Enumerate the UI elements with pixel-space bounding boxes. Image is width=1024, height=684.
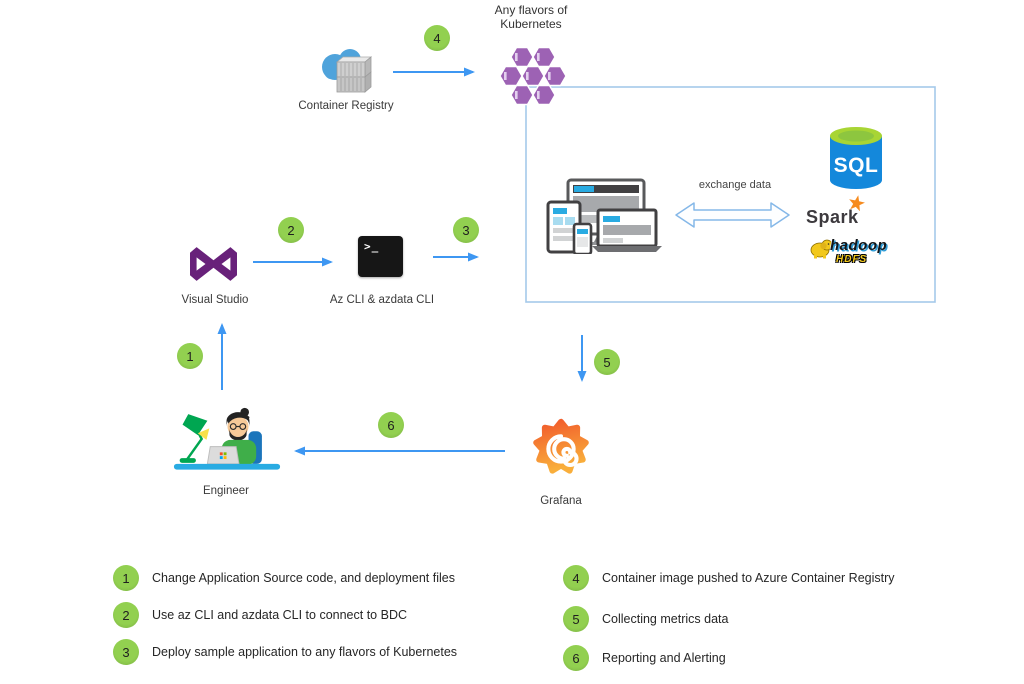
legend-item-2: 2 Use az CLI and azdata CLI to connect t… — [113, 602, 407, 628]
legend-item-3: 3 Deploy sample application to any flavo… — [113, 639, 457, 665]
hadoop-logo: hadoop HDFS — [810, 235, 910, 269]
legend-item-4: 4 Container image pushed to Azure Contai… — [563, 565, 895, 591]
step-badge-6: 6 — [378, 412, 404, 438]
legend-text-5: Collecting metrics data — [602, 612, 729, 626]
engineer-illustration — [173, 407, 281, 470]
step-badge-4: 4 — [424, 25, 450, 51]
legend-text-6: Reporting and Alerting — [602, 651, 726, 665]
spark-logo: Spark — [806, 195, 876, 231]
hdfs-label: HDFS — [836, 254, 868, 265]
spark-star-icon — [849, 195, 865, 211]
cli-label: Az CLI & azdata CLI — [329, 294, 435, 306]
grafana-label: Grafana — [540, 495, 582, 507]
legend-badge-5: 5 — [563, 606, 589, 632]
legend-badge-3: 3 — [113, 639, 139, 665]
grafana-icon — [533, 418, 589, 474]
step-badge-1: 1 — [177, 343, 203, 369]
exchange-data-arrow — [675, 202, 790, 228]
legend-item-6: 6 Reporting and Alerting — [563, 645, 726, 671]
sql-server-icon: SQL — [830, 127, 882, 189]
legend-badge-2: 2 — [113, 602, 139, 628]
cli-terminal-icon: >_ — [358, 236, 403, 277]
legend-item-5: 5 Collecting metrics data — [563, 606, 728, 632]
container-registry-label: Container Registry — [298, 100, 394, 112]
engineer-label: Engineer — [202, 485, 250, 497]
legend-item-1: 1 Change Application Source code, and de… — [113, 565, 455, 591]
legend-text-1: Change Application Source code, and depl… — [152, 571, 455, 585]
kubernetes-label-line1: Any flavors of — [494, 3, 568, 17]
spark-label: Spark — [806, 207, 859, 227]
visual-studio-icon — [190, 247, 237, 281]
legend-text-4: Container image pushed to Azure Containe… — [602, 571, 895, 585]
exchange-data-label: exchange data — [698, 179, 772, 191]
step-badge-2: 2 — [278, 217, 304, 243]
step-badge-3: 3 — [453, 217, 479, 243]
terminal-prompt: >_ — [364, 240, 380, 253]
app-devices-icon — [546, 178, 662, 254]
visual-studio-label: Visual Studio — [181, 294, 249, 306]
kubernetes-label: Any flavors of Kubernetes — [471, 3, 591, 31]
legend-badge-6: 6 — [563, 645, 589, 671]
hadoop-label: hadoop — [830, 237, 888, 254]
sql-label: SQL — [834, 154, 879, 177]
step-badge-5: 5 — [594, 349, 620, 375]
legend-badge-1: 1 — [113, 565, 139, 591]
kubernetes-label-line2: Kubernetes — [500, 17, 562, 31]
kubernetes-icon — [499, 46, 567, 106]
legend-badge-4: 4 — [563, 565, 589, 591]
legend-text-3: Deploy sample application to any flavors… — [152, 645, 458, 659]
container-registry-icon — [322, 49, 373, 93]
legend-text-2: Use az CLI and azdata CLI to connect to … — [152, 608, 407, 622]
hadoop-elephant-icon — [810, 239, 834, 259]
